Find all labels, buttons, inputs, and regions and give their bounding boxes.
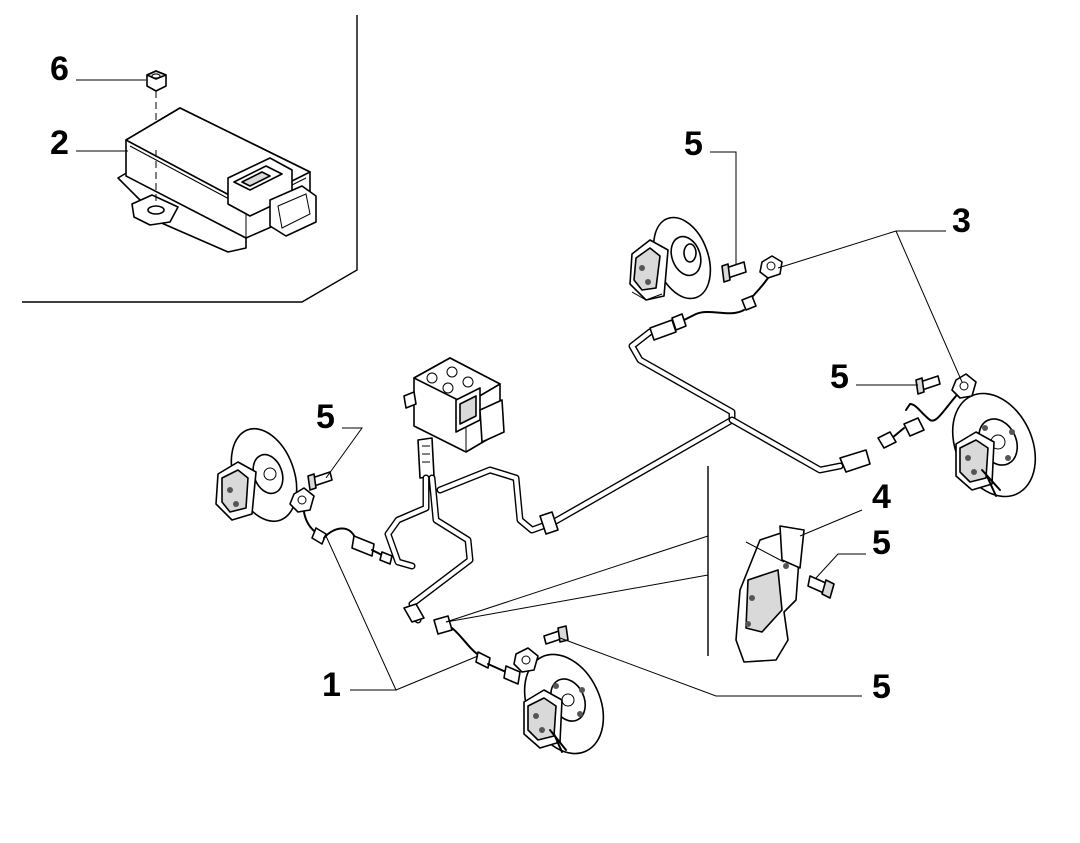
- callout-labels: 6 2 5 3 5 5 4 5 1 5: [50, 50, 971, 706]
- callout-5-right: 5: [830, 358, 849, 396]
- callout-5-left: 5: [316, 398, 335, 436]
- bolt-part-5-right[interactable]: [915, 375, 941, 395]
- callout-5-bracket: 5: [872, 524, 891, 562]
- inset-frame: [22, 15, 358, 303]
- front-left-brake-disc-right[interactable]: [937, 380, 1052, 510]
- bolt-part-5-bracket[interactable]: [807, 575, 835, 599]
- bolt-part-5-bottom[interactable]: [543, 625, 569, 645]
- abs-control-module-part-2[interactable]: [117, 107, 317, 253]
- abs-hydraulic-unit[interactable]: [403, 357, 505, 479]
- leader-lines: [76, 79, 963, 697]
- callout-2: 2: [50, 124, 69, 162]
- callout-5-bottom: 5: [872, 668, 891, 706]
- callout-5-top: 5: [684, 125, 703, 163]
- brake-pipe-harness: [384, 319, 871, 624]
- callout-1: 1: [322, 666, 341, 704]
- callout-6: 6: [50, 50, 69, 88]
- wheel-speed-sensor-bottom[interactable]: [433, 615, 539, 685]
- rear-left-brake-disc[interactable]: [215, 420, 309, 531]
- wheel-speed-sensor-right[interactable]: [877, 373, 977, 449]
- callout-4: 4: [872, 478, 891, 516]
- bolt-part-5-left[interactable]: [307, 471, 333, 491]
- rear-right-brake-disc[interactable]: [509, 642, 618, 767]
- sensor-bracket-part-4[interactable]: [707, 466, 805, 663]
- front-right-brake-disc-top[interactable]: [629, 210, 721, 307]
- wheel-speed-sensor-left[interactable]: [289, 487, 393, 565]
- bolt-part-5-top[interactable]: [721, 261, 747, 283]
- callout-3: 3: [952, 202, 971, 240]
